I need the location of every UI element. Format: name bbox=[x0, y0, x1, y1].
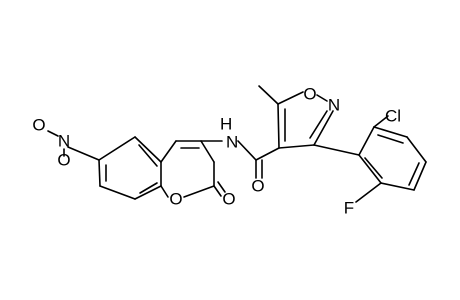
pyranone-ring-bond bbox=[200, 140, 215, 163]
isoxazole-ring-bond bbox=[313, 110, 334, 146]
atom-label-layer: O N O N H O O O O N Cl F bbox=[32, 85, 401, 218]
phenyl-ring-bond bbox=[380, 182, 415, 191]
phenyl-ring-bond bbox=[413, 161, 427, 191]
isoxazole-ring-bond bbox=[277, 103, 280, 149]
phenyl-double-bond bbox=[364, 157, 383, 179]
c-cl-bond bbox=[373, 115, 389, 128]
amide-n-c-bond bbox=[237, 140, 257, 161]
phenyl-ring-bond bbox=[358, 126, 375, 156]
isoxazole-o-n-bond bbox=[316, 94, 328, 102]
nitro-oxygen-top-label: O bbox=[32, 116, 45, 135]
nitro-nitrogen-label: N bbox=[58, 132, 70, 151]
methyl-bond bbox=[258, 85, 279, 105]
phenyl-double-bond bbox=[408, 162, 420, 186]
pyranone-ring-bond bbox=[160, 140, 177, 163]
benzo-ring-bond bbox=[98, 159, 101, 187]
isoxazole-ring-bond bbox=[278, 144, 315, 149]
chromene-ring-oxygen-label: O bbox=[169, 190, 182, 209]
nitro-n-o-bond bbox=[47, 130, 59, 137]
lactone-carbonyl-bond bbox=[213, 185, 222, 197]
nitro-n-c-bond bbox=[67, 146, 100, 161]
benzo-ring-double-bond bbox=[138, 144, 158, 167]
amide-nitrogen-label: N bbox=[226, 133, 238, 152]
isoxazole-nitrogen-label: N bbox=[328, 96, 340, 115]
aryl-link-bond bbox=[313, 144, 360, 156]
benzo-ring-bond bbox=[98, 136, 136, 161]
benzo-ring-bond bbox=[99, 185, 136, 200]
phenyl-ring-bond bbox=[373, 126, 408, 138]
isoxazole-ring-bond bbox=[277, 91, 304, 105]
lactone-carbonyl-double-bond bbox=[217, 181, 226, 193]
bond-layer bbox=[47, 85, 427, 203]
amide-hydrogen-label: H bbox=[220, 115, 232, 134]
c-f-bond bbox=[355, 182, 382, 203]
lactone-carbonyl-oxygen-label: O bbox=[222, 190, 235, 209]
amide-oxygen-label: O bbox=[251, 177, 264, 196]
benzo-ring-bond bbox=[134, 185, 162, 200]
benzo-ring-double-bond bbox=[139, 182, 158, 194]
pyranone-ring-bond bbox=[160, 185, 169, 198]
isoxazole-oxygen-label: O bbox=[303, 85, 316, 104]
phenyl-ring-bond bbox=[358, 154, 382, 184]
fluorine-label: F bbox=[344, 199, 354, 218]
pyranone-ring-bond bbox=[183, 185, 215, 198]
amide-c-ring-bond bbox=[255, 147, 280, 161]
phenyl-double-bond bbox=[377, 134, 404, 144]
nitro-oxygen-bottom-label: O bbox=[57, 151, 70, 170]
benzo-ring-bond bbox=[134, 136, 162, 163]
isoxazole-double-bond bbox=[309, 110, 328, 139]
chlorine-label: Cl bbox=[385, 107, 401, 126]
phenyl-ring-bond bbox=[406, 136, 427, 163]
